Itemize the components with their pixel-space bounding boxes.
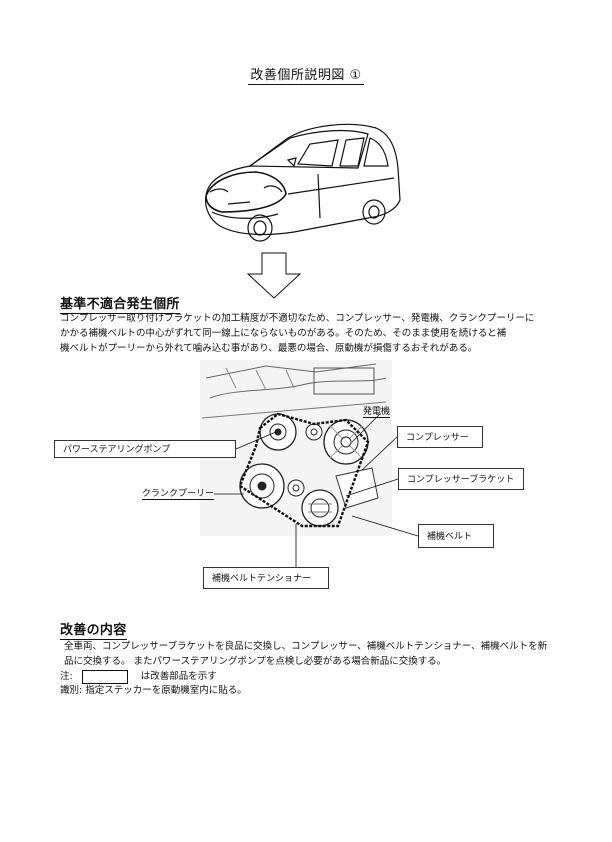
note-text: は改善部品を示す [140,671,217,682]
callout-compressor-bracket-text: コンプレッサーブラケット [407,475,515,485]
paragraph-line: 全車両、コンプレッサーブラケットを良品に交換し、コンプレッサー、補機ベルトテンシ… [64,641,548,652]
identification-line: 識別: 指定ステッカーを原動機室内に貼る。 [60,683,247,698]
down-arrow-icon [244,252,304,304]
section-heading-nonconformity-text: 基準不適合発生個所 [60,297,180,314]
identification-text: 識別: 指定ステッカーを原動機室内に貼る。 [60,685,247,696]
note-line: 注: は改善部品を示す [60,669,217,684]
improvement-description: 全車両、コンプレッサーブラケットを良品に交換し、コンプレッサー、補機ベルトテンシ… [60,639,550,669]
paragraph-line: コンプレッサー取り付けブラケットの加工精度が不適切なため、コンプレッサー、発電機… [60,313,535,324]
callout-belt-tensioner-text: 補機ベルトテンショナー [212,574,312,584]
label-alternator-text: 発電機 [363,407,391,417]
callout-compressor: コンプレッサー [397,426,483,448]
callout-accessory-belt-text: 補機ベルト [427,532,473,542]
section-heading-nonconformity: 基準不適合発生個所 [60,293,180,314]
improved-parts-legend-box [81,669,128,684]
callout-compressor-bracket: コンプレッサーブラケット [398,468,524,490]
section-heading-improvement: 改善の内容 [60,619,127,640]
car-drawing [205,123,401,242]
page-title-text: 改善個所説明図 ① [248,68,364,85]
paragraph-line: かかる補機ベルトの中心がずれて同一線上にならないものがある。そのため、そのまま使… [60,328,507,339]
car-illustration [198,108,408,257]
section-heading-improvement-text: 改善の内容 [60,623,127,640]
callout-belt-tensioner: 補機ベルトテンショナー [203,567,329,589]
paragraph-line: 機ベルトがプーリーから外れて噛み込む事があり、最悪の場合、原動機が損傷するおそれ… [60,343,478,354]
nonconformity-description: コンプレッサー取り付けブラケットの加工精度が不適切なため、コンプレッサー、発電機… [60,311,550,356]
callout-power-steering-pump-text: パワーステアリングポンプ [63,445,171,455]
label-crank-pulley: クランクプーリー [142,486,215,500]
callout-compressor-text: コンプレッサー [406,433,469,443]
arrow-shape [246,252,302,299]
note-label: 注: [60,671,73,682]
page-title: 改善個所説明図 ① [0,64,612,85]
callout-power-steering-pump: パワーステアリングポンプ [54,440,236,458]
paragraph-line: 品に交換する。 またパワーステアリングポンプを点検し必要がある場合新品に交換する… [64,656,447,667]
callout-accessory-belt: 補機ベルト [418,524,494,548]
label-crank-pulley-text: クランクプーリー [142,489,215,499]
